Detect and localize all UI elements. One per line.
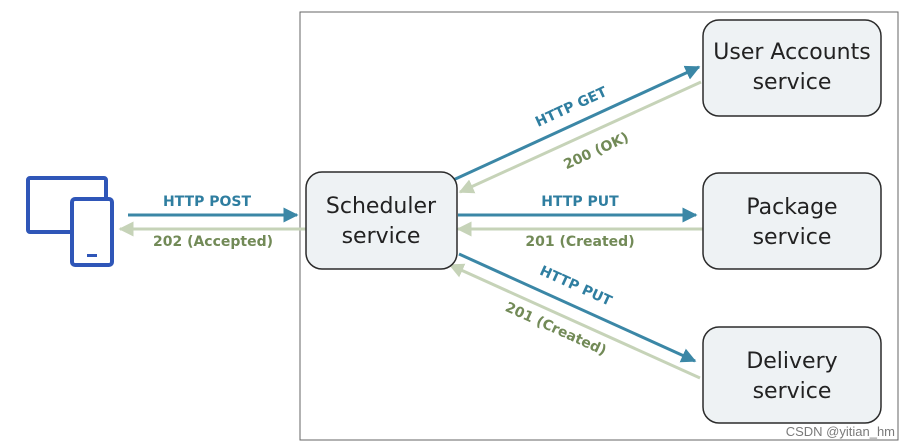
package-service-node: Package service [702, 172, 882, 270]
edge-scheduler-to-accounts-response-label: 200 (OK) [561, 130, 631, 174]
edge-scheduler-to-package-response-label: 201 (Created) [525, 234, 634, 250]
user-accounts-service-label-line2: service [753, 70, 832, 95]
delivery-service-node: Delivery service [702, 326, 882, 424]
package-service-label-line2: service [753, 225, 832, 250]
desktop-and-phone-icon [26, 176, 114, 267]
edge-scheduler-to-accounts-request [450, 65, 701, 183]
delivery-service-label-line2: service [753, 379, 832, 404]
scheduler-service-label-line1: Scheduler [326, 194, 437, 219]
scheduler-service-label-line2: service [342, 224, 421, 249]
watermark: CSDN @yitian_hm [786, 424, 895, 439]
phone-icon [70, 197, 114, 267]
edge-scheduler-to-delivery-request-label: HTTP PUT [537, 263, 615, 310]
edge-client-to-scheduler-response-label: 202 (Accepted) [153, 234, 273, 250]
edge-scheduler-to-accounts-response [458, 80, 702, 194]
service-boundary [299, 11, 899, 441]
edge-scheduler-to-delivery-request [458, 252, 697, 363]
edge-scheduler-to-package-request-label: HTTP PUT [541, 194, 619, 210]
user-accounts-service-node: User Accounts service [702, 19, 882, 117]
edge-scheduler-to-accounts-request-label: HTTP GET [533, 84, 610, 131]
user-accounts-service-label-line1: User Accounts [713, 40, 870, 65]
delivery-service-label-line1: Delivery [746, 349, 837, 374]
edge-scheduler-to-delivery-response [448, 263, 701, 380]
scheduler-service-node: Scheduler service [305, 171, 458, 270]
edge-client-to-scheduler-request-label: HTTP POST [163, 194, 252, 210]
package-service-label-line1: Package [746, 195, 837, 220]
